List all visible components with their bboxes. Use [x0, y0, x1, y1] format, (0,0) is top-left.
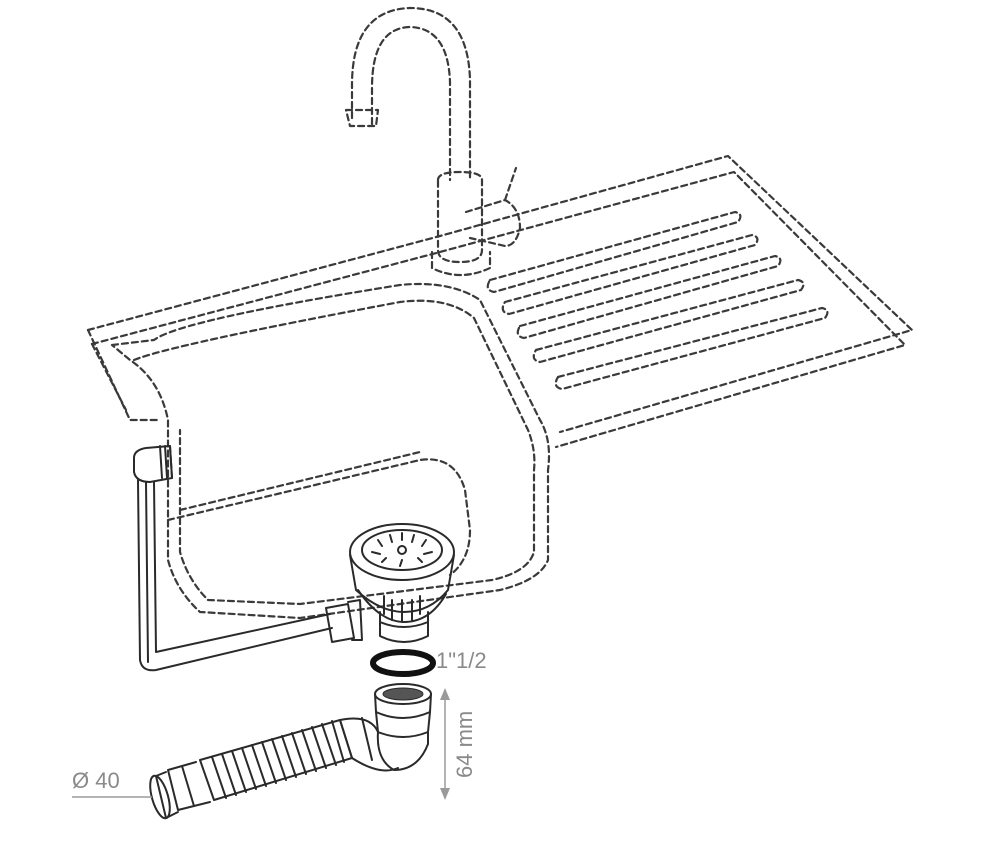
- flexible-hose: [149, 719, 353, 820]
- washer-ring: [370, 649, 436, 677]
- strainer-basket: [349, 523, 455, 643]
- height-label: 64 mm: [452, 711, 477, 778]
- siphon-elbow: [339, 683, 432, 772]
- faucet-outline: [344, 6, 522, 277]
- sink-outline: [86, 154, 914, 620]
- thread-size-label: 1"1/2: [436, 648, 487, 673]
- diameter-label: Ø 40: [72, 768, 120, 793]
- drainboard-grooves: [486, 210, 829, 391]
- height-dimension: [440, 688, 450, 800]
- overflow-pipe: [133, 445, 363, 672]
